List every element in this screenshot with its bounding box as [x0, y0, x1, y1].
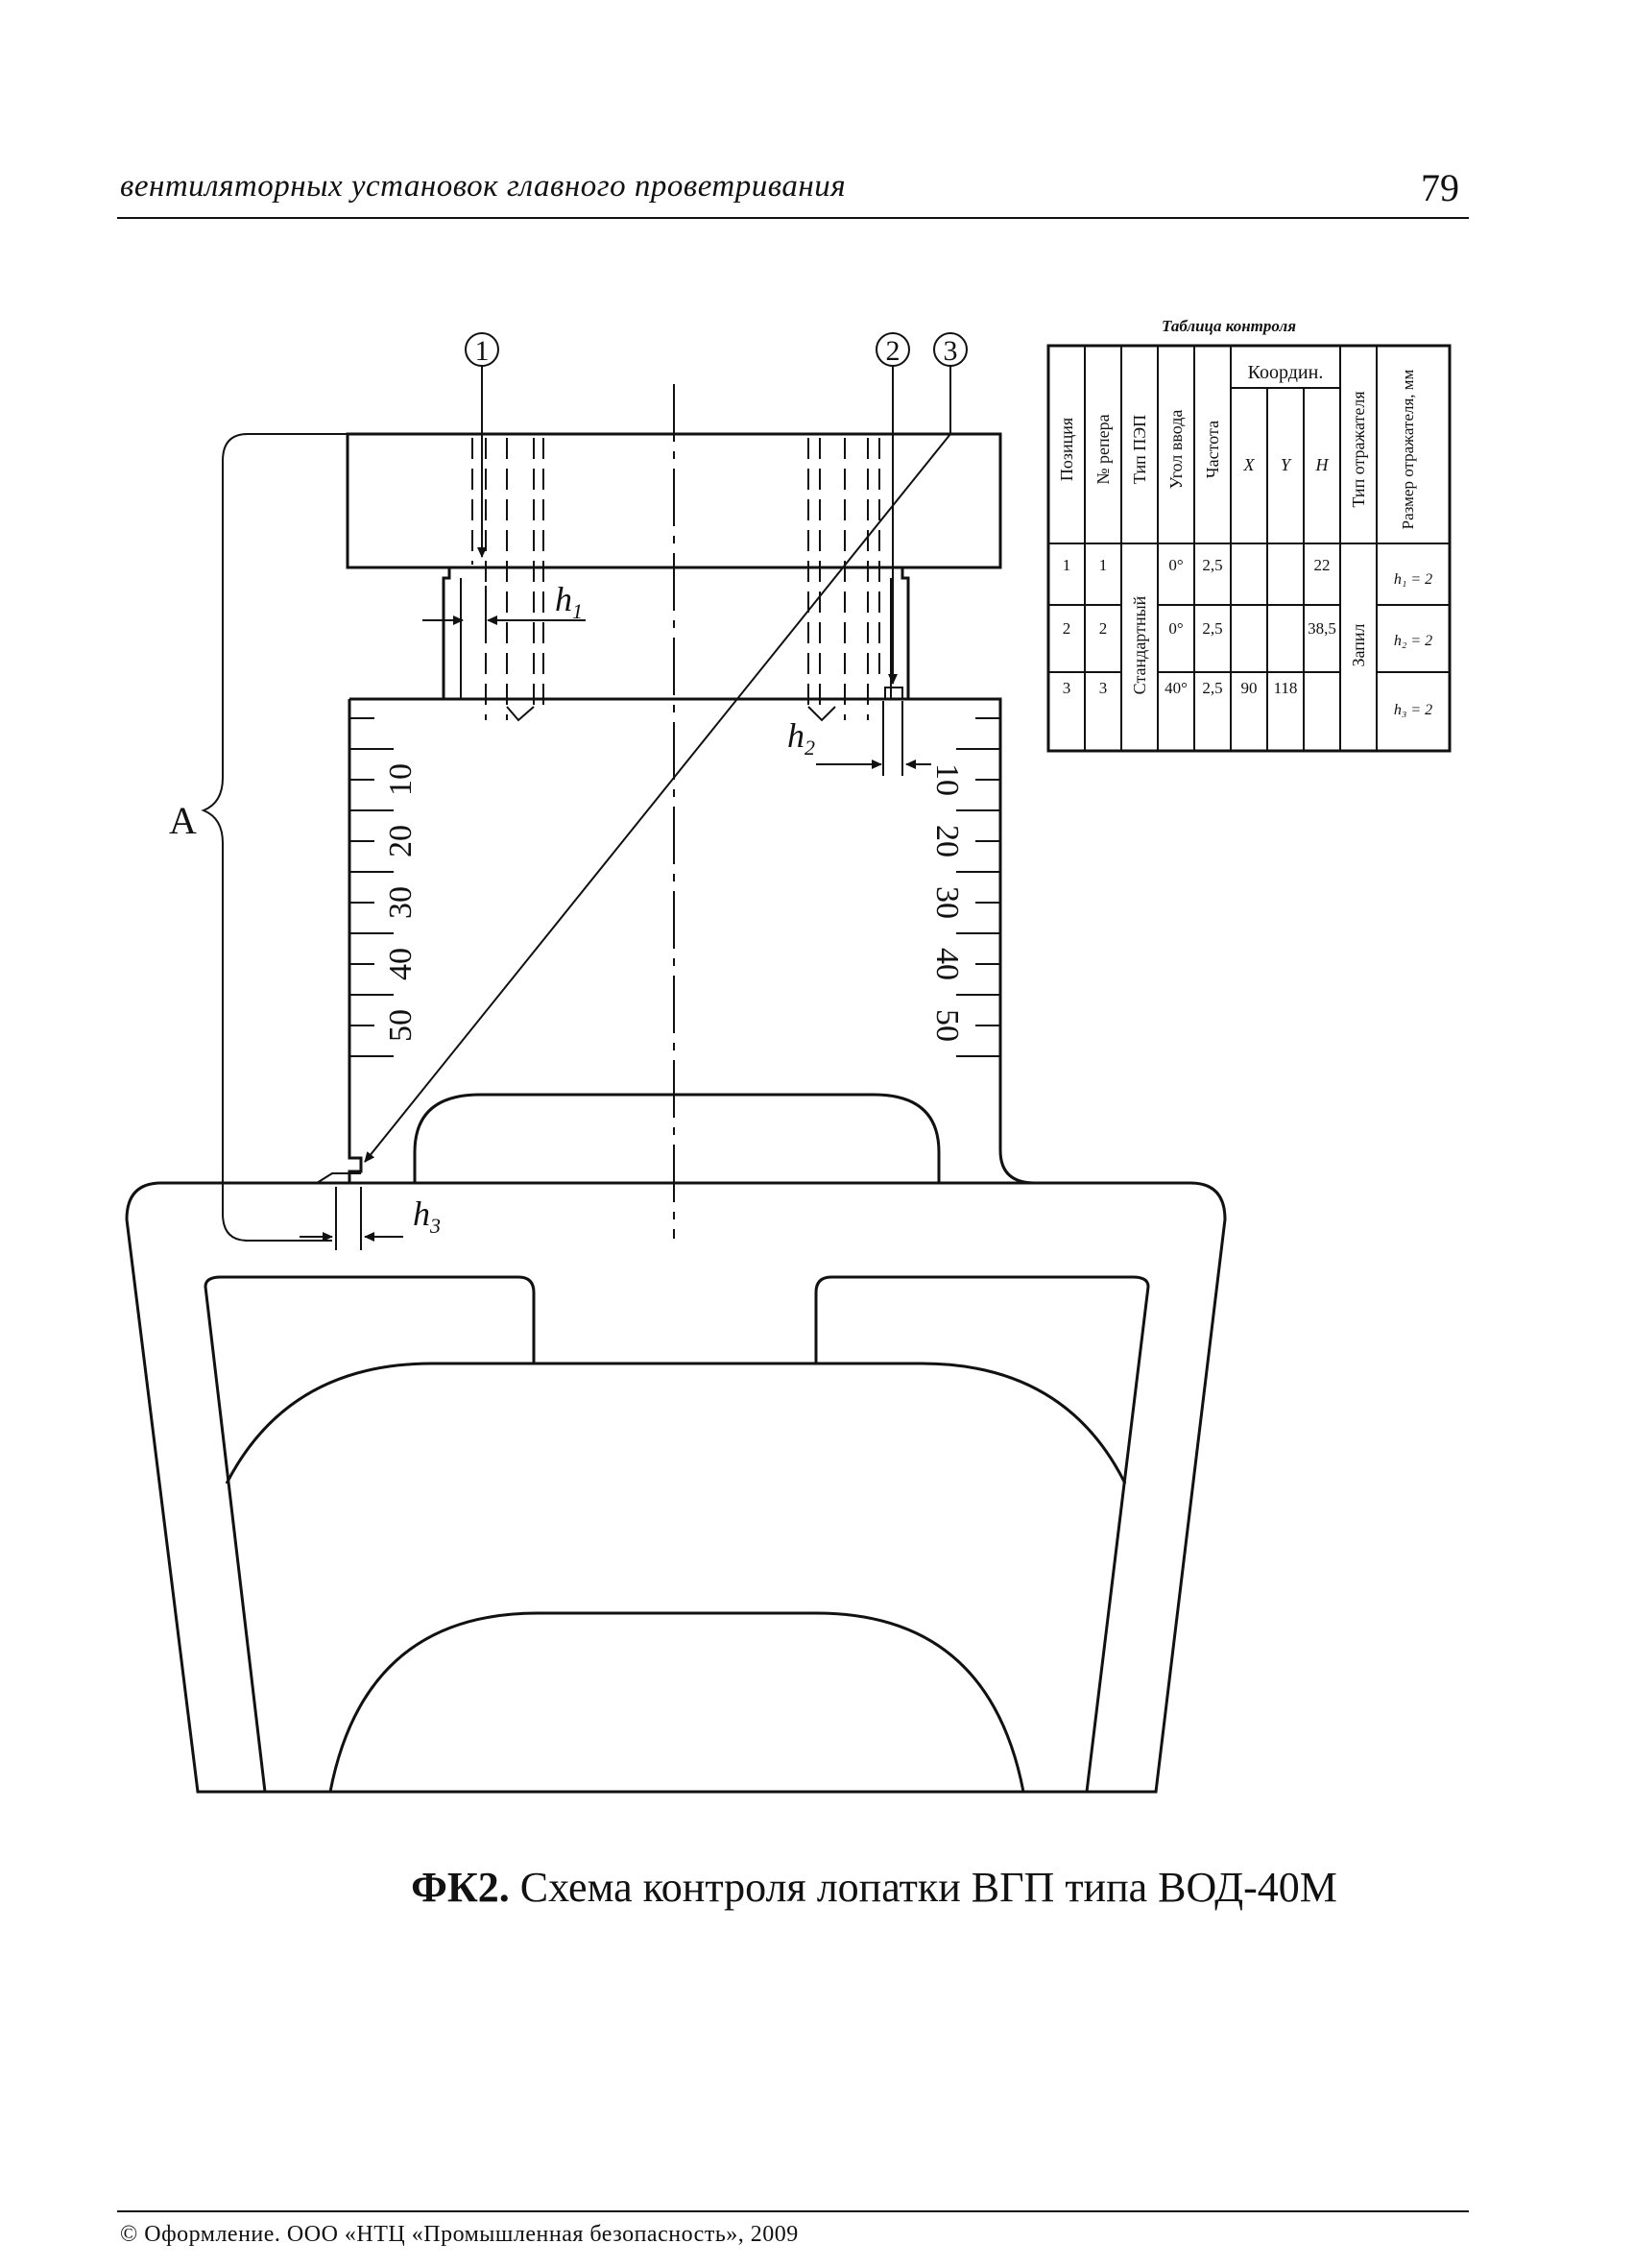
scale-right-10: 10: [929, 763, 965, 796]
td-r2-h: 38,5: [1308, 619, 1336, 638]
td-r1-h: 22: [1314, 556, 1331, 574]
figure-caption-label: ФК2.: [411, 1864, 510, 1911]
td-r2-freq: 2,5: [1202, 619, 1222, 638]
header-rule: [117, 217, 1469, 219]
scale-left-10: 10: [383, 763, 419, 796]
td-r2-angle: 0°: [1168, 619, 1183, 638]
th-frequency: Частота: [1203, 421, 1222, 478]
scale-right-40: 40: [929, 948, 965, 980]
control-table: Таблица контроля Позиция № реп: [1046, 317, 1452, 753]
marker-3-circle: [933, 332, 968, 367]
th-y: Y: [1281, 455, 1292, 474]
td-r3-x: 90: [1241, 679, 1258, 697]
running-header: вентиляторных установок главного проветр…: [120, 169, 847, 204]
scale-right-50: 50: [929, 1009, 965, 1042]
scale-left-40: 40: [383, 948, 419, 980]
figure-caption-text: Схема контроля лопатки ВГП типа ВОД-40М: [509, 1864, 1337, 1911]
th-transducer-type: Тип ПЭП: [1130, 415, 1149, 484]
scale-left: 10 20 30 40 50: [383, 763, 419, 1042]
td-reflector-type: Запил: [1349, 623, 1368, 666]
marker-1-circle: [465, 332, 499, 367]
marker-2-circle: [876, 332, 910, 367]
td-r1-freq: 2,5: [1202, 556, 1222, 574]
td-r3-y: 118: [1274, 679, 1298, 697]
td-r1-size: h₁ = 2: [1394, 571, 1432, 588]
td-r2-marker: 2: [1099, 619, 1108, 638]
page-number: 79: [1421, 166, 1459, 209]
neck: [442, 567, 451, 699]
scale-right-20: 20: [929, 825, 965, 857]
control-table-title: Таблица контроля: [1162, 317, 1296, 335]
td-r3-size: h₃ = 2: [1394, 702, 1432, 718]
th-coords: Координ.: [1248, 362, 1324, 383]
label-A: A: [169, 799, 197, 842]
td-r1-marker: 1: [1099, 556, 1108, 574]
scale-right: 10 20 30 40 50: [929, 763, 965, 1042]
td-r1-position: 1: [1063, 556, 1071, 574]
td-r3-position: 3: [1063, 679, 1071, 697]
th-entry-angle: Угол ввода: [1166, 410, 1186, 490]
scale-right-30: 30: [929, 886, 965, 919]
th-h: H: [1315, 455, 1330, 474]
figure-caption: ФК2. Схема контроля лопатки ВГП типа ВОД…: [0, 1863, 1633, 1912]
h1-label: h1: [555, 580, 583, 623]
td-transducer-type: Стандартный: [1130, 595, 1149, 694]
th-reflector-type: Тип отражателя: [1349, 391, 1368, 507]
footer-copyright: © Оформление. ООО «НТЦ «Промышленная без…: [120, 2222, 799, 2247]
base-frame: [125, 1181, 1227, 1794]
h2-label: h2: [787, 716, 815, 760]
th-marker-no: № репера: [1093, 414, 1113, 484]
td-r3-marker: 3: [1099, 679, 1108, 697]
marker-1-label: 1: [475, 335, 490, 367]
marker-3-label: 3: [944, 335, 958, 367]
marker-2-label: 2: [886, 335, 901, 367]
th-x: X: [1243, 455, 1256, 474]
td-r3-freq: 2,5: [1202, 679, 1222, 697]
td-r2-position: 2: [1063, 619, 1071, 638]
scale-left-20: 20: [383, 825, 419, 857]
td-r3-angle: 40°: [1165, 679, 1188, 697]
th-position: Позиция: [1057, 418, 1076, 481]
h3-label: h3: [413, 1194, 441, 1238]
scale-left-30: 30: [383, 886, 419, 919]
footer-rule: [117, 2210, 1469, 2212]
th-reflector-size: Размер отражателя, мм: [1399, 369, 1417, 529]
brace-A: [201, 433, 348, 1242]
td-r2-size: h₂ = 2: [1394, 633, 1432, 649]
scale-left-50: 50: [383, 1009, 419, 1042]
td-r1-angle: 0°: [1168, 556, 1183, 574]
